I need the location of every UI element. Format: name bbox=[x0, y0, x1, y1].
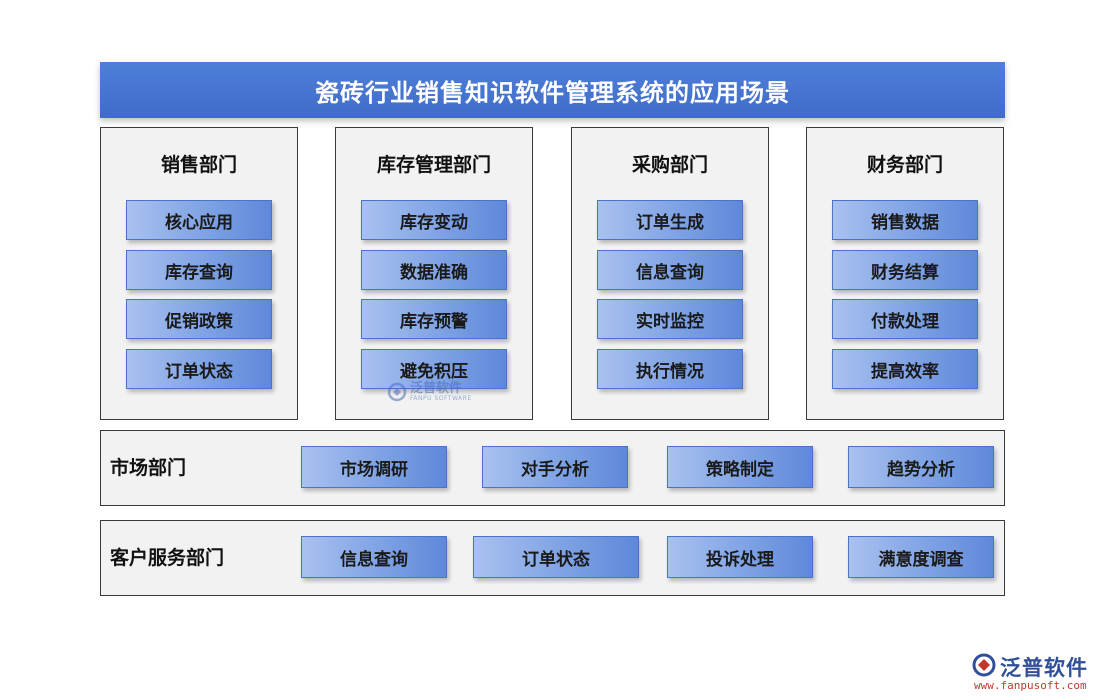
item-box: 执行情况 bbox=[597, 349, 743, 389]
watermark-sub: FANPU SOFTWARE bbox=[410, 395, 472, 402]
watermark-text: 泛普软件 bbox=[410, 381, 463, 396]
item-box: 订单状态 bbox=[473, 536, 639, 578]
item-box: 对手分析 bbox=[482, 446, 628, 488]
dept-title: 销售部门 bbox=[160, 154, 237, 176]
dept-title: 客户服务部门 bbox=[110, 547, 225, 569]
fanpu-logo-icon bbox=[972, 653, 996, 677]
diagram-title: 瓷砖行业销售知识软件管理系统的应用场景 bbox=[100, 62, 1005, 118]
brand-logo: 泛普软件 www.fanpusoft.com bbox=[968, 652, 1093, 696]
item-box: 付款处理 bbox=[832, 299, 978, 339]
item-box: 核心应用 bbox=[126, 200, 272, 240]
item-box: 销售数据 bbox=[832, 200, 978, 240]
dept-purchasing: 采购部门 订单生成 信息查询 实时监控 执行情况 bbox=[571, 127, 769, 420]
item-box: 趋势分析 bbox=[848, 446, 994, 488]
item-box: 库存预警 bbox=[361, 299, 507, 339]
dept-title: 市场部门 bbox=[110, 457, 187, 479]
item-box: 数据准确 bbox=[361, 250, 507, 290]
item-box: 库存变动 bbox=[361, 200, 507, 240]
dept-marketing: 市场部门 市场调研 对手分析 策略制定 趋势分析 bbox=[100, 430, 1005, 506]
brand-name: 泛普软件 bbox=[1000, 656, 1088, 680]
dept-inventory: 库存管理部门 库存变动 数据准确 库存预警 避免积压 bbox=[335, 127, 533, 420]
item-box: 订单生成 bbox=[597, 200, 743, 240]
item-box: 策略制定 bbox=[667, 446, 813, 488]
watermark: 泛普软件 FANPU SOFTWARE bbox=[387, 382, 472, 402]
item-box: 满意度调查 bbox=[848, 536, 994, 578]
brand-url: www.fanpusoft.com bbox=[974, 679, 1087, 692]
item-box: 库存查询 bbox=[126, 250, 272, 290]
dept-customer-service: 客户服务部门 信息查询 订单状态 投诉处理 满意度调查 bbox=[100, 520, 1005, 596]
item-box: 实时监控 bbox=[597, 299, 743, 339]
item-box: 财务结算 bbox=[832, 250, 978, 290]
dept-sales: 销售部门 核心应用 库存查询 促销政策 订单状态 bbox=[100, 127, 298, 420]
dept-title: 采购部门 bbox=[631, 154, 708, 176]
fanpu-logo-icon bbox=[387, 382, 407, 402]
item-box: 促销政策 bbox=[126, 299, 272, 339]
item-box: 订单状态 bbox=[126, 349, 272, 389]
item-box: 投诉处理 bbox=[667, 536, 813, 578]
dept-title: 库存管理部门 bbox=[376, 154, 491, 176]
item-box: 信息查询 bbox=[597, 250, 743, 290]
item-box: 避免积压 bbox=[361, 349, 507, 389]
item-box: 提高效率 bbox=[832, 349, 978, 389]
item-box: 信息查询 bbox=[301, 536, 447, 578]
item-box: 市场调研 bbox=[301, 446, 447, 488]
dept-finance: 财务部门 销售数据 财务结算 付款处理 提高效率 bbox=[806, 127, 1004, 420]
dept-title: 财务部门 bbox=[866, 154, 943, 176]
